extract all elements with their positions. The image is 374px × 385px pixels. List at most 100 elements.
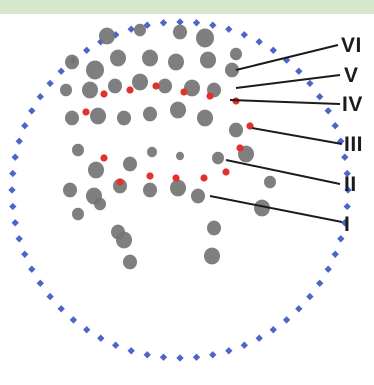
red-dot — [246, 122, 254, 130]
blue-dot — [28, 107, 36, 115]
gray-blob — [82, 81, 98, 99]
gray-blob — [123, 254, 137, 270]
gray-blob — [158, 78, 172, 94]
blue-dot — [159, 19, 168, 27]
blue-dot — [295, 305, 303, 313]
blue-dot — [306, 79, 314, 88]
blue-dot — [83, 46, 91, 54]
blue-dot — [240, 31, 248, 39]
red-dot — [206, 92, 214, 100]
blue-dot — [57, 305, 65, 313]
blue-dot — [316, 279, 324, 287]
gray-blob — [191, 188, 205, 204]
blue-dot — [209, 351, 217, 359]
blue-dot — [9, 202, 17, 211]
red-dot — [172, 174, 180, 182]
gray-blob — [65, 54, 79, 70]
gray-blob — [90, 107, 106, 125]
leader-line-V — [235, 74, 341, 89]
blue-dot — [36, 93, 44, 101]
gray-blob — [264, 175, 276, 189]
blue-dot — [28, 265, 36, 273]
blue-dot — [269, 46, 277, 54]
red-dot — [222, 168, 230, 176]
gray-blob — [254, 199, 270, 217]
gray-blob — [173, 24, 187, 40]
gray-blob — [99, 27, 115, 45]
gray-blob — [197, 109, 213, 127]
gray-blob — [60, 83, 72, 97]
blue-dot — [83, 326, 91, 334]
blue-dot — [343, 169, 351, 178]
gray-blob — [196, 28, 214, 48]
label-V: V — [344, 64, 359, 87]
gray-blob — [123, 156, 137, 172]
blue-dot — [324, 265, 332, 273]
blue-dot — [337, 235, 345, 243]
leader-line-VI — [235, 44, 339, 71]
blue-dot — [331, 122, 339, 130]
gray-blob-cluster — [60, 23, 276, 270]
header-band — [0, 0, 374, 14]
gray-blob — [86, 60, 104, 80]
gray-blob — [132, 73, 148, 91]
blue-dot — [9, 169, 17, 178]
gray-blob — [229, 122, 243, 138]
blue-dot — [316, 93, 324, 101]
gray-blob — [170, 179, 186, 197]
blue-dot — [46, 79, 54, 88]
gray-blob — [134, 23, 146, 37]
gray-blob — [116, 231, 132, 249]
gray-blob — [204, 247, 220, 265]
blue-dot — [11, 219, 19, 227]
blue-dot — [46, 292, 54, 301]
blue-dot — [192, 353, 201, 361]
gray-blob — [200, 51, 216, 69]
gray-blob — [143, 182, 157, 198]
gray-blob — [225, 62, 239, 78]
blue-dot — [209, 21, 217, 29]
blue-dot — [306, 292, 314, 301]
blue-dot — [143, 351, 151, 359]
red-dot-rows — [82, 82, 254, 186]
blue-dot — [36, 279, 44, 287]
red-dot — [82, 108, 90, 116]
gray-blob — [230, 47, 242, 61]
blue-dot — [240, 341, 248, 349]
gray-blob — [207, 220, 221, 236]
blue-dot — [11, 153, 19, 161]
gray-blob — [63, 182, 77, 198]
blue-dot — [21, 122, 29, 130]
blue-dot — [343, 202, 351, 211]
blue-dot — [225, 347, 233, 355]
gray-blob — [176, 151, 184, 161]
leader-line-IV — [229, 99, 341, 105]
red-dot — [116, 178, 124, 186]
label-IV: IV — [342, 93, 363, 116]
blue-dot — [8, 186, 16, 194]
gray-blob — [170, 101, 186, 119]
gray-blob — [108, 78, 122, 94]
leader-line-II — [225, 159, 341, 185]
blue-dot — [112, 341, 120, 349]
label-III: III — [344, 133, 364, 156]
gray-blob — [168, 53, 184, 71]
blue-dot — [15, 235, 23, 243]
blue-dot — [159, 353, 168, 361]
blue-dot — [324, 107, 332, 115]
blue-dot — [127, 25, 135, 33]
gray-blob — [184, 79, 200, 97]
red-dot — [200, 174, 208, 182]
gray-blob — [65, 110, 79, 126]
gray-blob — [72, 207, 84, 221]
blue-dot — [225, 25, 233, 33]
blue-dot — [269, 326, 277, 334]
red-dot — [100, 154, 108, 162]
gray-blob — [88, 161, 104, 179]
blue-dot — [192, 19, 201, 27]
blue-dot — [15, 137, 23, 145]
blue-dot — [331, 250, 339, 258]
gray-blob — [147, 146, 157, 158]
blue-dot — [255, 334, 263, 342]
